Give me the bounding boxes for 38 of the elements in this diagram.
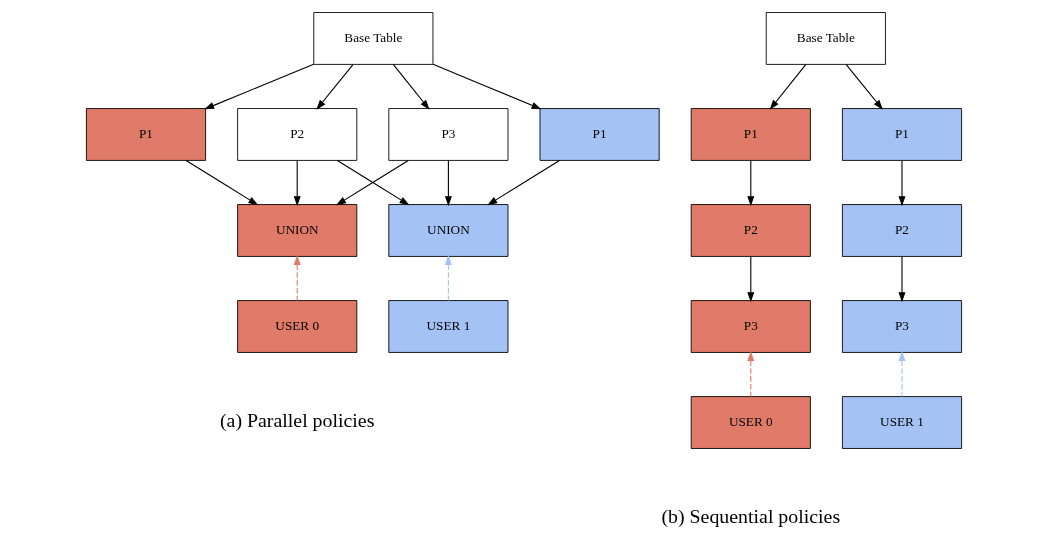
arrow <box>769 64 807 110</box>
node-box: UNION <box>388 204 509 257</box>
arrow <box>747 256 755 303</box>
arrow <box>444 255 452 302</box>
arrow <box>747 160 755 207</box>
node-box: P1 <box>85 108 207 161</box>
label: (a) Parallel policies <box>220 409 375 432</box>
node-box: P1 <box>690 108 811 161</box>
node-box: Base Table <box>313 12 434 65</box>
node-box: UNION <box>237 204 358 257</box>
arrow <box>898 160 906 207</box>
arrow <box>316 64 354 110</box>
arrow <box>444 160 452 207</box>
label: (b) Sequential policies <box>661 505 841 528</box>
arrow <box>204 63 315 110</box>
node-box: P3 <box>690 300 811 353</box>
node-box: P2 <box>841 204 963 257</box>
arrow <box>747 351 755 398</box>
node-box: P2 <box>237 108 358 161</box>
arrow <box>898 256 906 303</box>
arrow <box>293 255 301 302</box>
arrow <box>845 64 883 110</box>
arrow <box>432 63 542 110</box>
arrow <box>185 159 259 206</box>
arrow <box>487 159 561 206</box>
node-box: P3 <box>388 108 509 161</box>
arrow <box>392 64 430 110</box>
node-box: USER 1 <box>388 300 509 353</box>
node-box: P1 <box>841 108 963 161</box>
node-box: USER 0 <box>237 300 358 353</box>
arrow <box>293 160 301 207</box>
arrow <box>898 351 906 398</box>
node-box: P2 <box>690 204 811 257</box>
node-box: P3 <box>841 300 963 353</box>
node-box: Base Table <box>765 12 886 65</box>
node-box: USER 1 <box>841 396 963 449</box>
node-box: USER 0 <box>690 396 811 449</box>
node-box: P1 <box>539 108 660 161</box>
